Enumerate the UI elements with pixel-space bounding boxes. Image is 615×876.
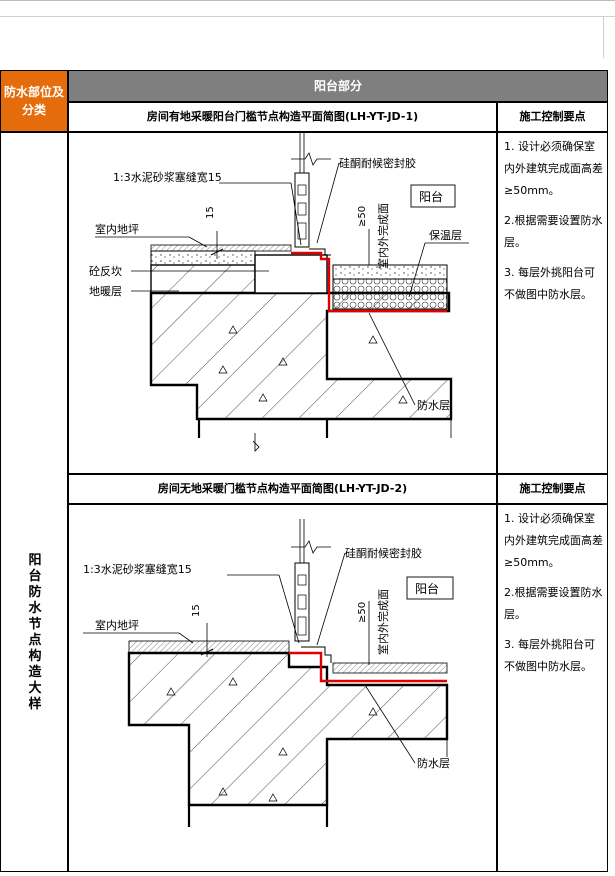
- detail1-door-frame-inner: [297, 184, 307, 196]
- detail1-door-frame-inner: [297, 222, 307, 240]
- detail1-drawing-cell: 15 ≥50 室内外完成面 1:3水泥砂浆塞缝宽15 硅酮耐候密封胶 阳台 室内…: [68, 132, 497, 474]
- top-border-line: [0, 0, 615, 1]
- detail2-concrete-marks: [166, 677, 378, 802]
- detail1-concrete-marks: [218, 325, 408, 404]
- detail1-balcony-label: 阳台: [419, 189, 443, 204]
- detail1-door-frame-inner: [297, 202, 307, 216]
- detail1-concrete-slab: [149, 291, 453, 421]
- detail1-title: 房间有地采暖阳台门槛节点构造平面简图(LH-YT-JD-1): [68, 102, 497, 132]
- category-header: 防水部位及分类: [0, 70, 68, 132]
- detail1-note-1: 1. 设计必须确保室内外建筑完成面高差≥50mm。: [504, 140, 603, 197]
- detail2-door-frame-inner: [297, 594, 307, 610]
- detail1-indoor-screed: [150, 250, 256, 266]
- detail1-heating-layer: [150, 264, 256, 294]
- detail2-waterproof-label: 防水层: [417, 756, 450, 770]
- section-title: 阳台部分: [68, 70, 608, 102]
- detail2-mortar-label: 1:3水泥砂浆塞缝宽15: [83, 562, 192, 576]
- detail2-waterproof-membrane: [289, 651, 447, 683]
- detail2-outdoor-finish: [332, 662, 448, 674]
- detail2-drawing-cell: 15 ≥50 室内外完成面 1:3水泥砂浆塞缝宽15 硅酮耐候密封胶 阳台 室内…: [68, 504, 497, 872]
- side-label-cell: 阳台防水节点构造大样: [0, 132, 68, 872]
- detail2-note-3: 3. 每层外挑阳台可不做图中防水层。: [504, 638, 595, 673]
- side-label: 阳台防水节点构造大样: [28, 553, 42, 712]
- detail1-drawing: 15 ≥50 室内外完成面 1:3水泥砂浆塞缝宽15 硅酮耐候密封胶 阳台 室内…: [89, 133, 469, 452]
- detail1-note-3: 3. 每层外挑阳台可不做图中防水层。: [504, 266, 595, 301]
- detail2-door-frame-inner: [297, 574, 307, 586]
- detail1-balcony-box: [410, 184, 456, 208]
- detail2-outdoor-finish-label: 室内外完成面: [376, 589, 390, 655]
- detail2-door-frame: [294, 562, 310, 642]
- detail1-outdoor-screed: [332, 264, 448, 280]
- detail2-threshold-line: [301, 646, 332, 663]
- detail2-dim-50: ≥50: [357, 602, 368, 623]
- detail1-notes-cell: 1. 设计必须确保室内外建筑完成面高差≥50mm。 2.根据需要设置防水层。 3…: [497, 132, 608, 474]
- detail2-indoor-finish: [128, 640, 290, 654]
- detail2-break-line: [291, 540, 331, 554]
- detail1-break-line: [291, 152, 331, 166]
- page-edge-line-vertical: [603, 16, 604, 58]
- detail1-notes-title: 施工控制要点: [497, 102, 608, 132]
- detail1-outdoor-finish-label: 室内外完成面: [376, 203, 390, 269]
- detail1-sealant-label: 硅酮耐候密封胶: [339, 156, 416, 170]
- detail2-indoor-floor-label: 室内地坪: [95, 618, 139, 632]
- detail2-sealant-label: 硅酮耐候密封胶: [345, 546, 422, 560]
- detail2-balcony-label: 阳台: [415, 581, 439, 596]
- detail1-dim-15: 15: [205, 206, 216, 219]
- detail2-notes-cell: 1. 设计必须确保室内外建筑完成面高差≥50mm。 2.根据需要设置防水层。 3…: [497, 504, 608, 872]
- detail1-insulation-label: 保温层: [429, 228, 462, 242]
- detail1-waterproof-label: 防水层: [417, 398, 450, 412]
- detail1-indoor-floor-label: 室内地坪: [95, 222, 139, 236]
- detail1-door-frame: [294, 172, 310, 248]
- detail1-threshold-line: [309, 248, 331, 256]
- detail1-insulation-layer: [332, 278, 448, 310]
- detail1-note-2: 2.根据需要设置防水层。: [504, 214, 603, 249]
- detail1-waterproof-membrane: [291, 251, 447, 313]
- detail1-heating-label: 地暖层: [89, 285, 122, 298]
- detail1-dim-50: ≥50: [357, 206, 368, 227]
- detail2-dim-15: 15: [191, 604, 202, 617]
- detail2-note-2: 2.根据需要设置防水层。: [504, 586, 603, 621]
- page-edge-line: [0, 16, 615, 17]
- detail2-balcony-box: [406, 576, 454, 600]
- detail1-concrete-curb: [254, 254, 328, 294]
- detail1-indoor-finish: [150, 244, 292, 252]
- detail2-note-1: 1. 设计必须确保室内外建筑完成面高差≥50mm。: [504, 512, 603, 569]
- detail2-door-frame-inner: [297, 616, 307, 636]
- detail2-concrete-slab: [127, 651, 449, 807]
- detail2-drawing: 15 ≥50 室内外完成面 1:3水泥砂浆塞缝宽15 硅酮耐候密封胶 阳台 室内…: [83, 519, 454, 827]
- detail1-mortar-label: 1:3水泥砂浆塞缝宽15: [113, 170, 222, 184]
- detail2-notes-title: 施工控制要点: [497, 474, 608, 504]
- detail1-curb-label: 砼反坎: [89, 265, 122, 278]
- detail2-title: 房间无地采暖门槛节点构造平面简图(LH-YT-JD-2): [68, 474, 497, 504]
